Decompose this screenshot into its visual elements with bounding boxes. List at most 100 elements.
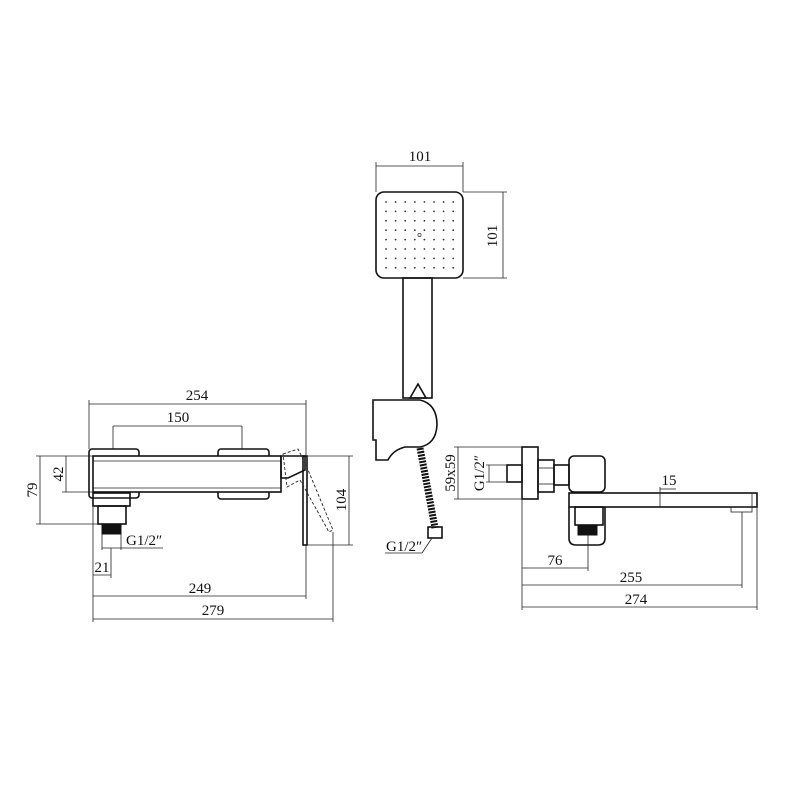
- nozzle-dot: [452, 257, 455, 260]
- dim-head-width: 101: [409, 149, 432, 165]
- dim-254: 254: [186, 388, 209, 404]
- nozzle-dot: [413, 229, 416, 232]
- nozzle-dot: [385, 266, 387, 269]
- nozzle-dot: [423, 266, 426, 269]
- hose-connector: [427, 526, 443, 539]
- nozzle-dot: [442, 266, 445, 269]
- dim-279: 279: [202, 603, 225, 619]
- nozzle-dot: [404, 257, 407, 260]
- nozzle-dot: [433, 248, 435, 250]
- nozzle-dot: [385, 201, 387, 203]
- nozzle-dot: [452, 219, 455, 222]
- dim-42: 42: [51, 467, 67, 482]
- nozzle-dot: [433, 257, 435, 260]
- mixer-side-body: [568, 455, 606, 493]
- nozzle-dot: [413, 248, 416, 250]
- nozzle-dot: [385, 219, 387, 222]
- nozzle-dot: [433, 201, 435, 203]
- nozzle-dot: [452, 229, 455, 232]
- nozzle-dot: [442, 229, 445, 232]
- shower-holder: [372, 399, 438, 461]
- side-thread-label: G1/2″: [472, 455, 488, 491]
- thread-label: G1/2″: [126, 533, 162, 549]
- nozzle-dot: [413, 238, 416, 241]
- front-view: 254 150 79 42 104 G1/2″ 21 249 279: [25, 388, 353, 622]
- nozzle-dot: [442, 201, 445, 203]
- nozzle-dot: [442, 219, 445, 222]
- dim-15: 15: [662, 473, 677, 489]
- nozzle-dot: [394, 266, 397, 269]
- nozzle-dot: [394, 248, 397, 250]
- nozzle-dot: [413, 266, 416, 269]
- nozzle-dot: [404, 210, 407, 213]
- spout-aerator: [730, 506, 753, 513]
- nozzle-dot: [404, 238, 407, 241]
- nozzle-dot: [385, 210, 387, 213]
- nozzle-dot: [404, 201, 407, 203]
- shower-handle: [402, 277, 433, 399]
- nozzle-dot: [413, 219, 416, 222]
- nozzle-dot: [433, 210, 435, 213]
- wall-flange: [521, 446, 539, 500]
- nozzle-dot: [413, 201, 416, 203]
- nozzle-dot: [423, 229, 426, 232]
- nozzle-dot: [394, 229, 397, 232]
- nozzle-dot: [423, 201, 426, 203]
- dim-104: 104: [334, 488, 350, 511]
- nozzle-dot: [385, 238, 387, 241]
- nozzle-dot: [394, 219, 397, 222]
- nozzle-dot: [394, 201, 397, 203]
- nozzle-dot: [452, 210, 455, 213]
- nozzle-dot: [394, 210, 397, 213]
- nozzle-dot: [442, 210, 445, 213]
- dim-150: 150: [167, 410, 190, 426]
- nozzle-dot: [423, 257, 426, 260]
- nozzle-dot: [404, 229, 407, 232]
- nozzle-dot: [452, 201, 455, 203]
- side-view: 59x59 G1/2″ 15 76 255 274: [443, 446, 758, 610]
- nozzle-dot: [442, 238, 445, 241]
- nozzle-dot: [433, 219, 435, 222]
- nozzle-dot: [442, 248, 445, 250]
- nozzle-dot: [385, 248, 387, 250]
- dim-274: 274: [625, 592, 648, 608]
- nozzle-dot: [423, 210, 426, 213]
- dim-255: 255: [620, 570, 643, 586]
- nozzle-grid: [385, 201, 455, 269]
- dim-79: 79: [25, 483, 41, 498]
- hand-shower-view: 101 101 G1/2″: [372, 149, 507, 555]
- shower-hose: [416, 447, 439, 529]
- dim-59x59: 59x59: [443, 454, 459, 492]
- nozzle-dot: [404, 219, 407, 222]
- lever-open-position: [282, 448, 334, 533]
- dim-21: 21: [95, 560, 110, 576]
- nozzle-dot: [433, 266, 435, 269]
- nozzle-dot: [433, 238, 435, 241]
- center-nozzle: [417, 233, 422, 237]
- nozzle-dot: [404, 266, 407, 269]
- nozzle-dot: [413, 257, 416, 260]
- shower-head: [375, 191, 464, 279]
- nozzle-dot: [404, 248, 407, 250]
- outlet-thread: [577, 524, 598, 536]
- hex-nut: [537, 459, 555, 493]
- thread: [101, 523, 122, 535]
- dim-249: 249: [189, 581, 212, 597]
- nozzle-dot: [413, 210, 416, 213]
- lever-plate: [302, 455, 308, 546]
- outlet-connector: [92, 492, 131, 507]
- nozzle-dot: [394, 238, 397, 241]
- nozzle-dot: [385, 229, 387, 232]
- nozzle-dot: [452, 248, 455, 250]
- lever-base: [280, 455, 306, 479]
- nozzle-dot: [423, 219, 426, 222]
- nozzle-dot: [385, 257, 387, 260]
- spout: [568, 492, 758, 508]
- hose-thread-label: G1/2″: [386, 539, 422, 555]
- dim-head-height: 101: [485, 225, 501, 248]
- nozzle-dot: [394, 257, 397, 260]
- dim-76: 76: [548, 553, 564, 569]
- nozzle-dot: [423, 238, 426, 241]
